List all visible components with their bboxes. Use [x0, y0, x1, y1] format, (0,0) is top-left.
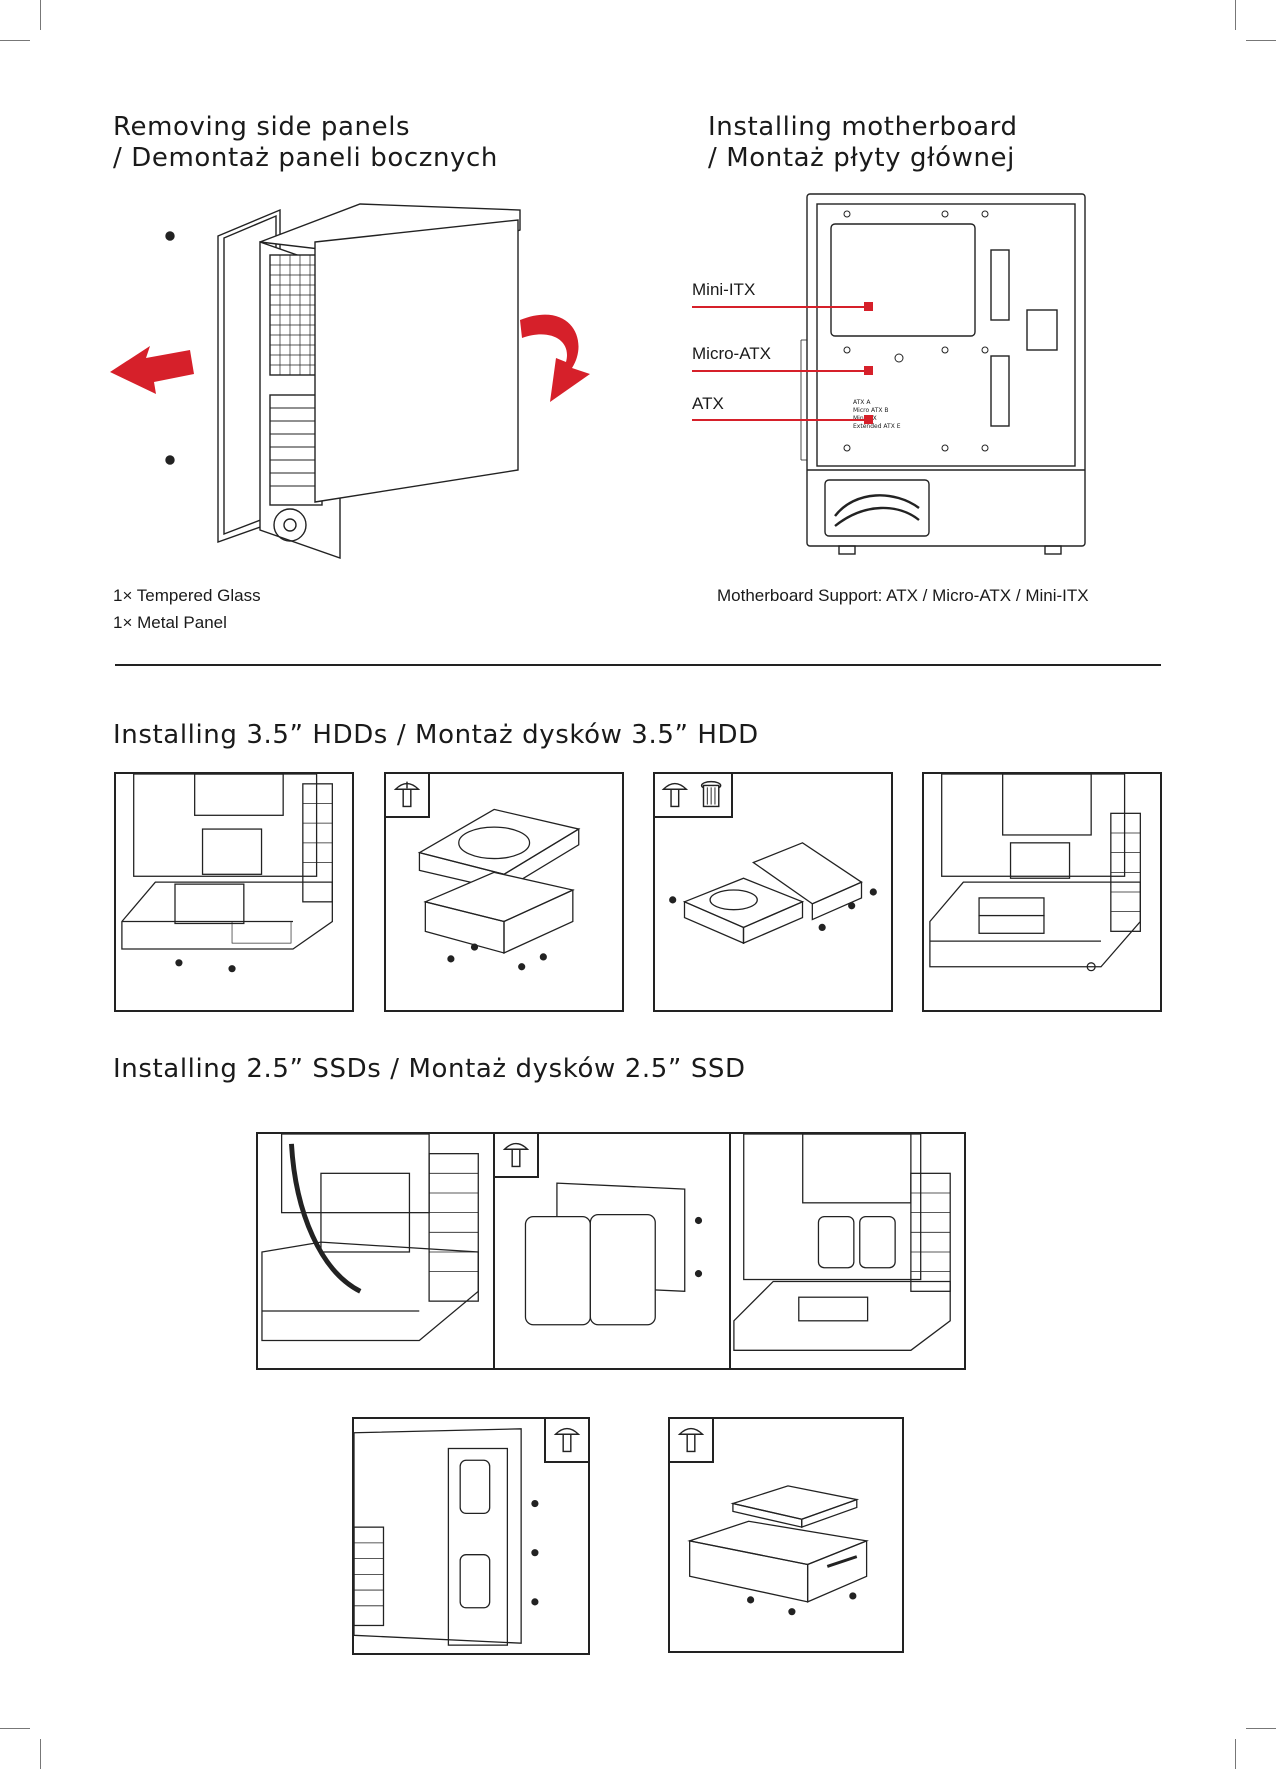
- section-divider: [115, 664, 1161, 666]
- callout-dot-mini-itx: [864, 302, 873, 311]
- callout-dot-atx: [864, 415, 873, 424]
- ssd-steps-row-1: [256, 1132, 966, 1370]
- screw-icon: [677, 1427, 705, 1453]
- side-panels-heading: Removing side panels / Demontaż paneli b…: [113, 112, 498, 174]
- panel-divider: [493, 1134, 495, 1368]
- hdd-step-1: [114, 772, 354, 1012]
- crop-mark: [1246, 1728, 1276, 1729]
- side-panels-title-pl: / Demontaż paneli bocznych: [113, 143, 499, 173]
- hdd-step-3: [653, 772, 893, 1012]
- item-metal-panel: 1× Metal Panel: [113, 613, 227, 632]
- crop-mark: [1235, 0, 1236, 30]
- crop-mark: [40, 0, 41, 30]
- screw-icon-tag: [670, 1419, 714, 1463]
- motherboard-support-text: Motherboard Support: ATX / Micro-ATX / M…: [717, 586, 1089, 605]
- side-panels-items: 1× Tempered Glass 1× Metal Panel: [113, 582, 261, 636]
- hdd-step-4: [922, 772, 1162, 1012]
- callout-mini-itx: Mini-ITX: [692, 280, 756, 299]
- crop-mark: [0, 40, 30, 41]
- ssd-step-4: [352, 1417, 590, 1655]
- panel-divider: [729, 1134, 731, 1368]
- screw-icon: [661, 782, 689, 808]
- svg-text:Micro ATX B: Micro ATX B: [853, 407, 889, 414]
- crop-mark: [1235, 1739, 1236, 1769]
- screw-icon: [393, 781, 421, 808]
- ssd-step-5: [668, 1417, 904, 1653]
- motherboard-heading: Installing motherboard / Montaż płyty gł…: [708, 112, 1018, 174]
- screw-icon-tag: [495, 1134, 539, 1178]
- arrow-left-icon: [110, 346, 194, 394]
- item-tempered-glass: 1× Tempered Glass: [113, 586, 261, 605]
- motherboard-tray-illustration: ATX A Micro ATX B Mini ITX Extended ATX …: [795, 190, 1095, 560]
- svg-text:Extended ATX E: Extended ATX E: [853, 423, 901, 430]
- crop-mark: [0, 1728, 30, 1729]
- ssd-title: Installing 2.5” SSDs / Montaż dysków 2.5…: [113, 1054, 746, 1084]
- callout-atx: ATX: [692, 394, 724, 413]
- hdd-title: Installing 3.5” HDDs / Montaż dysków 3.5…: [113, 720, 759, 750]
- callout-line-mini-itx: [692, 306, 868, 308]
- side-panels-illustration: [110, 190, 670, 570]
- screw-icon-tag: [386, 774, 430, 818]
- crop-mark: [1246, 40, 1276, 41]
- motherboard-title-en: Installing motherboard: [708, 112, 1018, 142]
- arrow-curved-icon: [520, 314, 590, 402]
- side-panels-title-en: Removing side panels: [113, 112, 411, 142]
- callout-dot-micro-atx: [864, 366, 873, 375]
- hdd-step-2: [384, 772, 624, 1012]
- callout-micro-atx: Micro-ATX: [692, 344, 772, 363]
- screw-icon: [553, 1427, 581, 1453]
- thumbscrew-icon: [700, 780, 722, 808]
- screw-icon: [502, 1142, 530, 1168]
- callout-line-micro-atx: [692, 370, 868, 372]
- screw-icon-tag: [544, 1419, 588, 1463]
- motherboard-title-pl: / Montaż płyty głównej: [708, 143, 1015, 173]
- svg-text:ATX A: ATX A: [853, 399, 871, 406]
- screw-icons-tag: [655, 774, 733, 818]
- crop-mark: [40, 1739, 41, 1769]
- callout-line-atx: [692, 419, 868, 421]
